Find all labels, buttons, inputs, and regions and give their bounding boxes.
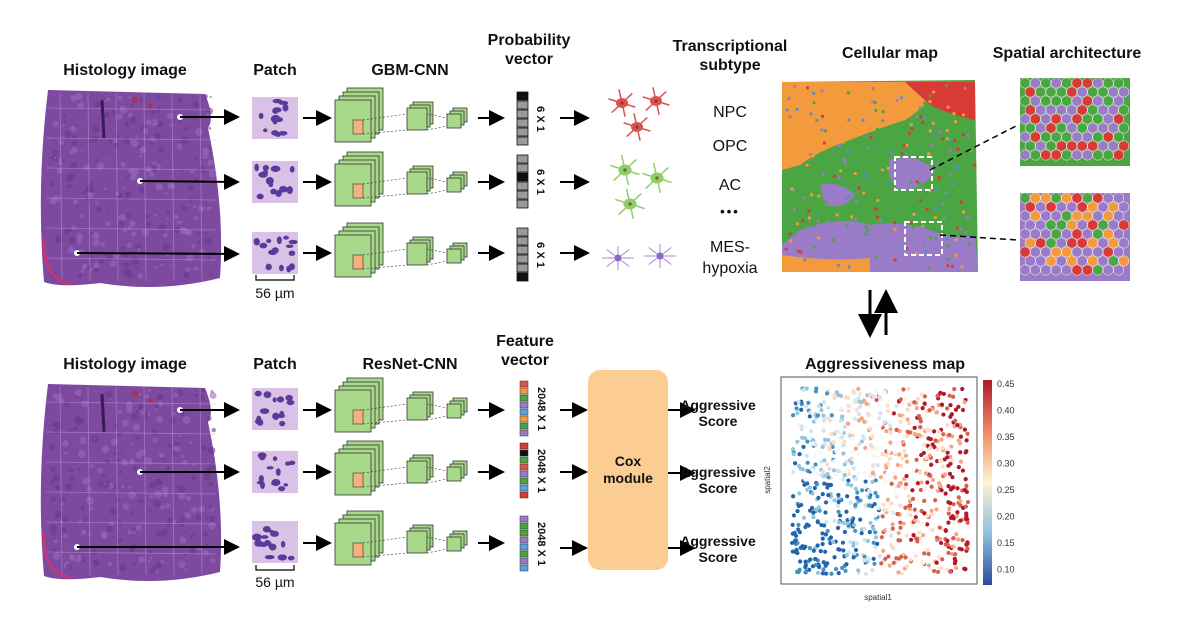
roi-box-2: [904, 221, 943, 256]
score-2-line2: Score: [698, 480, 738, 496]
cellular-map: [782, 80, 978, 272]
subtype-title-line2: subtype: [699, 57, 761, 74]
neuron-icon: [608, 89, 636, 117]
resnet-cnn-block: [334, 440, 468, 496]
vector-size-label: 6 X 1: [534, 169, 546, 195]
histology-to-patch-arrow: [76, 245, 240, 262]
prob-vector-title-line1: Probability: [487, 32, 571, 49]
neuron-icon: [642, 87, 670, 115]
feature-vector-3: 2048 X 1: [519, 515, 547, 572]
subtype-npc: NPC: [713, 104, 747, 121]
subtype-ac: AC: [718, 177, 742, 194]
colorbar-tick-label: 0.20: [997, 512, 1015, 522]
bottom-patch-title: Patch: [253, 356, 297, 373]
bottom-histology-title: Histology image: [63, 356, 187, 373]
colorbar-tick-label: 0.15: [997, 538, 1015, 548]
score-1-line1: Aggressive: [680, 397, 756, 413]
patch-bottom: [251, 521, 298, 563]
colorbar-tick-label: 0.35: [997, 432, 1015, 442]
score-1-line2: Score: [698, 413, 738, 429]
zoom-line-1: [929, 124, 1019, 171]
cox-label-line1: Cox: [614, 453, 642, 469]
aggr-ylabel: spatial2: [763, 466, 772, 494]
colorbar-tick-label: 0.25: [997, 485, 1015, 495]
spatial-zoom-2: [1019, 192, 1130, 281]
scale-bar: [255, 565, 295, 571]
colorbar-tick-label: 0.10: [997, 565, 1015, 575]
feature-vector-title-line1: Feature: [496, 333, 554, 350]
probability-vector-2: 6 X 1: [516, 154, 546, 209]
probability-vector-1: 6 X 1: [516, 91, 546, 146]
spatial-zoom-1: [1019, 77, 1130, 166]
probability-vector-3: 6 X 1: [516, 227, 546, 282]
feature-vector-2: 2048 X 1: [519, 442, 547, 499]
subtype-ellipsis: •••: [720, 204, 740, 219]
subtype-mes-line1: MES-: [710, 239, 750, 256]
score-3-line1: Aggressive: [680, 533, 756, 549]
histology-to-patch-arrow: [139, 173, 240, 190]
aggr-xlabel: spatial1: [864, 593, 892, 602]
vector-size-label: 2048 X 1: [535, 449, 547, 493]
resnet-cnn-block: [334, 377, 468, 433]
gbm-cnn-block: [334, 87, 468, 143]
patch-bottom: [252, 451, 298, 493]
cox-label-line2: module: [603, 470, 653, 486]
colorbar: [983, 380, 992, 585]
prob-vector-title-line2: vector: [504, 51, 554, 68]
mes-neuron-icon: [602, 246, 634, 270]
bottom-cnn-title: ResNet-CNN: [362, 356, 458, 373]
colorbar-tick-label: 0.30: [997, 459, 1015, 469]
patch-top: [252, 97, 298, 139]
top-scale-label: 56 µm: [255, 285, 295, 301]
subtype-title-line1: Transcriptional: [672, 38, 788, 55]
feature-vector-1: 2048 X 1: [519, 380, 547, 437]
feature-vector-title-line2: vector: [500, 352, 550, 369]
zoom-line-2: [939, 234, 1019, 241]
neuron-icon: [615, 188, 645, 220]
roi-box-1: [894, 156, 933, 191]
gbm-cnn-block: [334, 151, 468, 207]
top-histology-title: Histology image: [63, 62, 187, 79]
neuron-icon: [623, 113, 651, 141]
neuron-icon: [642, 162, 672, 194]
colorbar-tick-label: 0.40: [997, 406, 1015, 416]
top-cnn-title: GBM-CNN: [371, 62, 449, 79]
colorbar-tick-label: 0.45: [997, 379, 1015, 389]
histology-image-bottom: [40, 384, 222, 581]
subtype-opc: OPC: [712, 138, 748, 155]
vector-size-label: 6 X 1: [534, 242, 546, 268]
cellular-map-title: Cellular map: [841, 45, 939, 62]
vector-size-label: 2048 X 1: [535, 522, 547, 566]
vector-size-label: 6 X 1: [534, 106, 546, 132]
score-2-line1: Aggressive: [680, 464, 756, 480]
subtype-mes-line2: hypoxia: [702, 260, 758, 277]
patch-top: [252, 232, 298, 274]
top-patch-title: Patch: [253, 62, 297, 79]
patch-top: [252, 161, 298, 203]
scale-bar: [255, 275, 295, 281]
patch-bottom: [252, 388, 298, 430]
neuron-icon: [610, 154, 640, 186]
aggressiveness-map: 0.45 0.40 0.35 0.30 0.25 0.20 0.15 0.10 spatial1…: [763, 376, 1015, 602]
score-3-line2: Score: [698, 549, 738, 565]
spatial-architecture-title: Spatial architecture: [992, 45, 1142, 62]
vector-size-label: 2048 X 1: [535, 387, 547, 431]
histology-image-top: [40, 90, 222, 287]
resnet-cnn-block: [334, 510, 468, 566]
gbm-cnn-block: [334, 222, 468, 278]
aggressiveness-map-title: Aggressiveness map: [804, 356, 966, 373]
bottom-scale-label: 56 µm: [255, 574, 295, 590]
mes-neuron-icon: [644, 244, 676, 268]
